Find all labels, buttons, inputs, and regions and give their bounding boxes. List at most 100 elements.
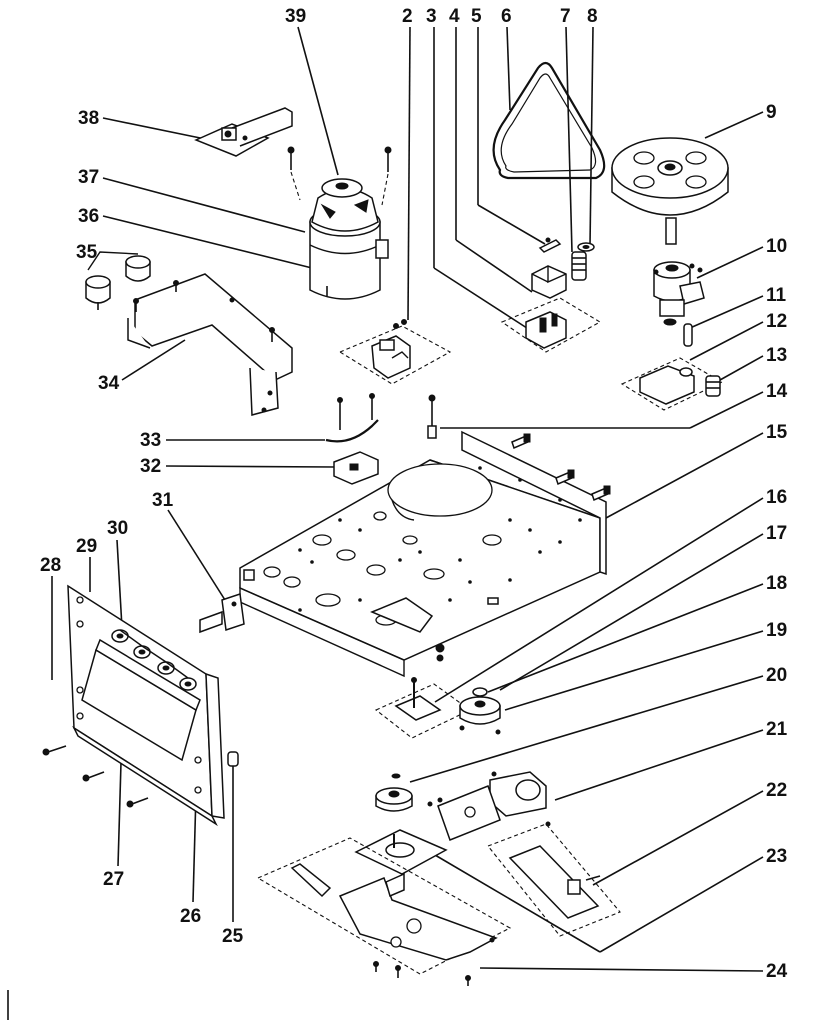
part-33-cable [325,393,379,443]
label-19: 19 [766,620,787,641]
part-11-pin [683,323,693,347]
leader-30 [116,539,123,629]
label-25: 25 [222,926,244,947]
leader-10 [696,246,764,279]
part-38-bracket [194,107,293,157]
part-22-slide [487,823,621,937]
label-7: 7 [560,6,571,27]
leader-23b [434,854,601,953]
label-20: 20 [766,665,787,686]
leader-20 [409,675,764,783]
part-9-flywheel [611,137,729,245]
label-5: 5 [471,6,482,27]
leader-39 [297,26,339,176]
leader-12 [689,321,764,361]
leader-5b [477,204,546,245]
part-3-assembly [500,297,602,353]
label-27: 27 [103,869,124,890]
label-24: 24 [766,961,788,982]
label-39: 39 [285,6,306,27]
part-36-motor [309,178,389,300]
label-17: 17 [766,523,787,544]
leader-36 [102,215,321,271]
label-15: 15 [766,422,788,443]
part-10-pulley-bracket [653,261,705,326]
leader-15 [605,432,764,519]
part-21-motor-bracket [427,771,551,841]
leader-7 [565,26,573,253]
part-labels: 39 2 3 4 5 6 7 8 9 38 37 36 35 34 33 32 … [40,6,788,982]
label-35: 35 [76,242,98,263]
part-25-knob [227,751,239,767]
motor-screws [287,146,392,206]
part-6-belt [492,61,606,180]
label-30: 30 [107,518,128,539]
label-32: 32 [140,456,161,477]
leader-24 [479,967,764,972]
part-2-assembly [338,319,452,385]
leader-38 [102,117,211,141]
leader-31 [167,509,226,601]
label-12: 12 [766,311,787,332]
label-29: 29 [76,536,97,557]
part-8-washer [577,242,595,252]
label-11: 11 [766,285,787,306]
leader-lines [51,26,764,972]
part-27-door [81,638,201,762]
leader-19 [504,630,764,711]
leader-6 [506,26,511,111]
chassis-screws [511,433,611,502]
label-2: 2 [402,6,413,27]
part-35-feet [85,251,151,310]
part-34-shield [127,273,293,416]
leader-17 [499,533,764,691]
label-4: 4 [449,6,460,27]
label-26: 26 [180,906,201,927]
label-14: 14 [766,381,788,402]
label-37: 37 [78,167,99,188]
leader-16 [434,497,764,703]
leader-18 [487,583,764,693]
label-10: 10 [766,236,787,257]
part-12-bracket [620,357,724,411]
leader-14 [689,391,764,429]
label-18: 18 [766,573,787,594]
label-3: 3 [426,6,437,27]
label-21: 21 [766,719,788,740]
label-6: 6 [501,6,512,27]
leader-21 [554,729,764,801]
label-31: 31 [152,490,174,511]
part-16-bracket [374,677,472,739]
part-23-mechanism [354,829,448,875]
part-24-base-plate [256,837,512,986]
label-16: 16 [766,487,787,508]
label-22: 22 [766,780,787,801]
part-13-spring [705,375,721,397]
leader-23 [599,856,764,953]
label-8: 8 [587,6,598,27]
leader-22 [592,790,764,886]
part-31-shaft [199,593,245,634]
leader-9 [704,111,764,139]
label-38: 38 [78,108,99,129]
leader-2 [407,26,411,321]
chassis-dots [298,466,582,612]
part-4-relay [531,265,567,299]
front-panel-screws [42,745,149,808]
part-20-clutch [375,773,413,812]
leader-32 [165,465,336,468]
label-13: 13 [766,345,787,366]
part-32-switch [333,451,379,485]
label-34: 34 [98,373,120,394]
leader-34 [121,339,186,381]
part-18-19-roller [459,687,501,735]
leader-4b [455,239,533,293]
label-28: 28 [40,555,61,576]
label-36: 36 [78,206,99,227]
leader-13 [719,355,764,381]
leader-11 [689,295,764,329]
label-9: 9 [766,102,777,123]
part-14-screw [427,394,437,439]
leader-37 [102,177,306,233]
